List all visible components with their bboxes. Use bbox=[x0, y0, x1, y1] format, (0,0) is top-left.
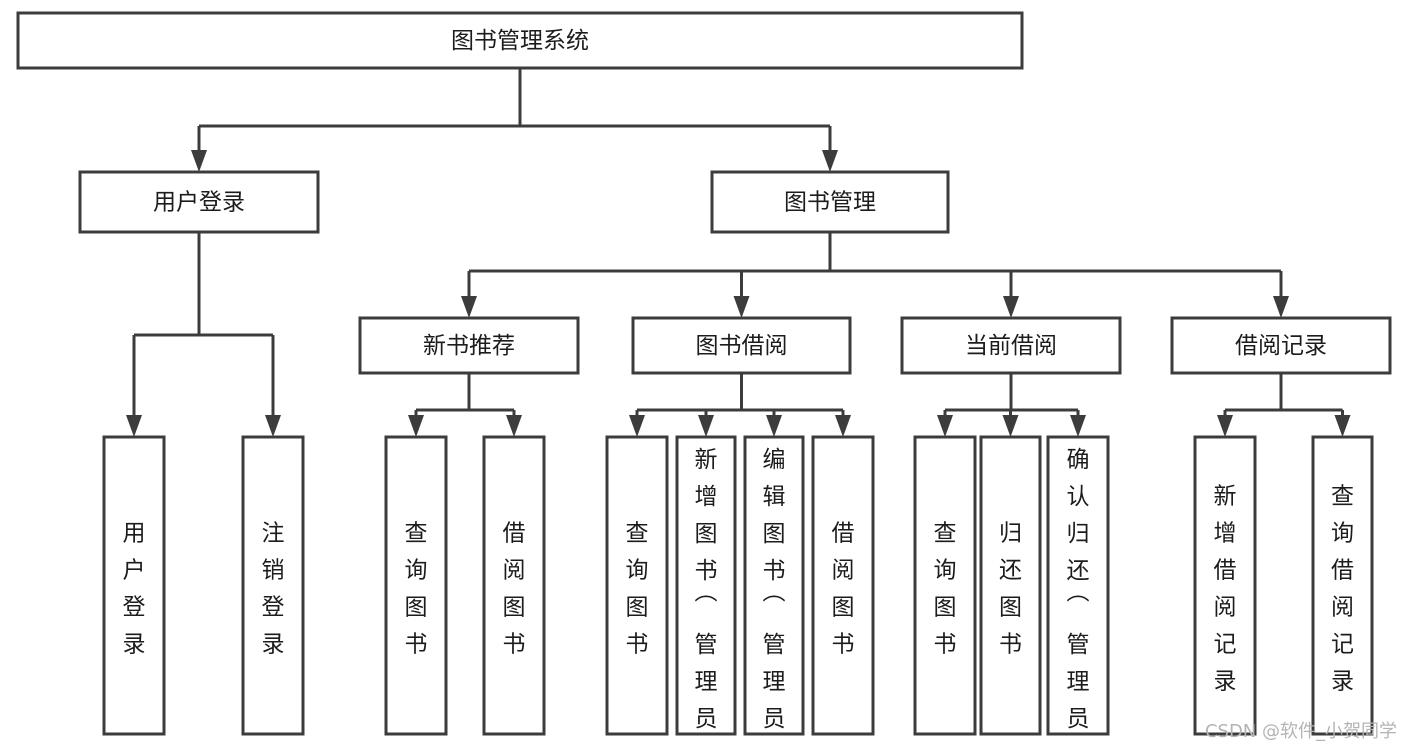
edge-book-borrow-to-leaf-edit-book bbox=[740, 373, 782, 437]
edge-layer bbox=[126, 68, 1351, 437]
node-label: 查询图书 bbox=[626, 520, 649, 657]
node-leaf-edit-book[interactable]: 编辑图书⌒管理员⌓ bbox=[743, 435, 805, 747]
edge-current-borrow-to-leaf-confirm-return bbox=[1009, 373, 1086, 437]
edge-book-manage-to-current-borrow bbox=[828, 232, 1019, 318]
node-label: 注销登录 bbox=[262, 520, 285, 657]
node-label: 用户登录 bbox=[153, 190, 245, 216]
node-label: 查询图书 bbox=[934, 520, 957, 657]
node-label: 新增借阅记录 bbox=[1214, 483, 1237, 694]
edge-new-book-rec-to-leaf-rec-borrow bbox=[467, 373, 522, 437]
node-label: 当前借阅 bbox=[965, 333, 1057, 359]
node-leaf-borrow-book[interactable]: 借阅图书 bbox=[811, 435, 875, 736]
node-leaf-user-login[interactable]: 用户登录 bbox=[102, 435, 166, 736]
edge-root-to-user-login bbox=[191, 68, 522, 172]
edge-new-book-rec-to-leaf-rec-query bbox=[408, 373, 471, 437]
node-label: 图书借阅 bbox=[696, 333, 788, 359]
node-label: 新书推荐 bbox=[423, 333, 515, 359]
node-label: 借阅图书 bbox=[503, 520, 526, 657]
node-layer: 图书管理系统用户登录图书管理新书推荐图书借阅当前借阅借阅记录用户登录注销登录查询… bbox=[16, 11, 1392, 747]
edge-book-manage-to-new-book-rec bbox=[461, 232, 832, 318]
edge-book-manage-to-book-borrow bbox=[733, 232, 832, 318]
node-label: 新增图书⌒管理员⌓ bbox=[695, 447, 718, 747]
node-label: 查询借阅记录 bbox=[1331, 483, 1354, 694]
node-leaf-add-record[interactable]: 新增借阅记录 bbox=[1193, 435, 1257, 736]
node-user-login[interactable]: 用户登录 bbox=[78, 170, 320, 234]
node-label: 归还图书 bbox=[999, 520, 1022, 657]
node-label: 图书管理系统 bbox=[451, 28, 589, 54]
node-leaf-logout[interactable]: 注销登录 bbox=[241, 435, 305, 736]
node-leaf-cur-query[interactable]: 查询图书 bbox=[913, 435, 977, 736]
edge-user-login-to-leaf-logout bbox=[197, 232, 281, 437]
node-book-borrow[interactable]: 图书借阅 bbox=[631, 316, 852, 375]
node-label: 确认归还⌒管理员⌓ bbox=[1067, 447, 1090, 747]
node-label: 编辑图书⌒管理员⌓ bbox=[763, 447, 786, 747]
edge-book-borrow-to-leaf-borrow-query bbox=[629, 373, 743, 437]
node-leaf-query-record[interactable]: 查询借阅记录 bbox=[1311, 435, 1374, 736]
edge-book-borrow-to-leaf-borrow-book bbox=[740, 373, 851, 437]
node-leaf-add-book[interactable]: 新增图书⌒管理员⌓ bbox=[675, 435, 737, 747]
edge-book-borrow-to-leaf-add-book bbox=[698, 373, 743, 437]
edge-root-to-book-manage bbox=[518, 68, 838, 172]
node-label: 查询图书 bbox=[405, 520, 428, 657]
node-book-manage[interactable]: 图书管理 bbox=[710, 170, 950, 234]
node-label: 借阅图书 bbox=[832, 520, 855, 657]
watermark-text: CSDN @软件_小贺同学 bbox=[1204, 721, 1397, 742]
edge-user-login-to-leaf-user-login bbox=[126, 232, 201, 437]
node-leaf-rec-borrow[interactable]: 借阅图书 bbox=[482, 435, 546, 736]
node-leaf-borrow-query[interactable]: 查询图书 bbox=[605, 435, 669, 736]
edge-borrow-record-to-leaf-add-record bbox=[1217, 373, 1283, 437]
node-new-book-rec[interactable]: 新书推荐 bbox=[358, 316, 580, 375]
node-leaf-rec-query[interactable]: 查询图书 bbox=[384, 435, 448, 736]
edge-book-manage-to-borrow-record bbox=[828, 232, 1289, 318]
edge-current-borrow-to-leaf-cur-query bbox=[937, 373, 1013, 437]
node-leaf-return-book[interactable]: 归还图书 bbox=[979, 435, 1042, 736]
node-label: 借阅记录 bbox=[1235, 333, 1327, 359]
edge-borrow-record-to-leaf-query-record bbox=[1279, 373, 1351, 437]
node-borrow-record[interactable]: 借阅记录 bbox=[1170, 316, 1392, 375]
node-label: 用户登录 bbox=[123, 520, 146, 657]
node-current-borrow[interactable]: 当前借阅 bbox=[900, 316, 1122, 375]
node-leaf-confirm-return[interactable]: 确认归还⌒管理员⌓ bbox=[1046, 435, 1110, 747]
node-root[interactable]: 图书管理系统 bbox=[16, 11, 1024, 70]
node-label: 图书管理 bbox=[784, 190, 876, 216]
